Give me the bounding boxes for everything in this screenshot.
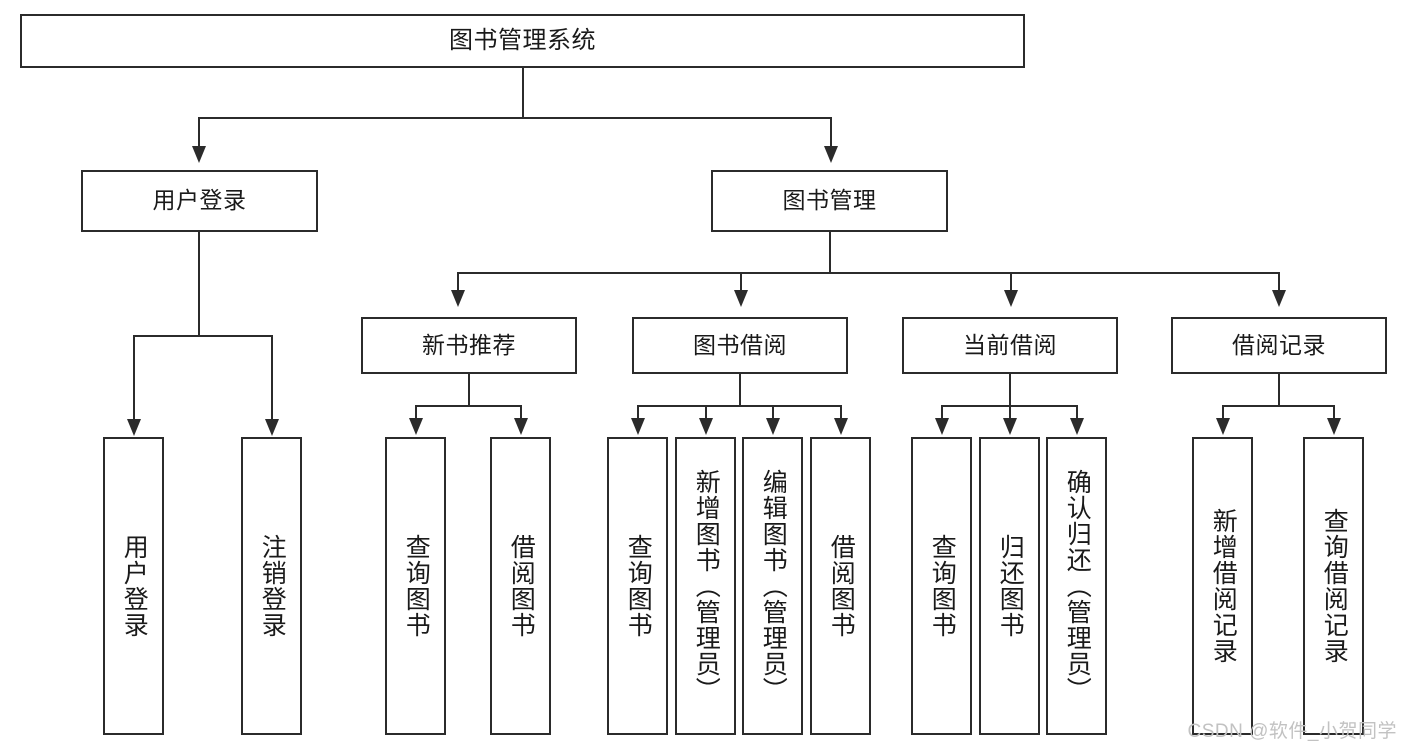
node-book-management-system[interactable]: 图书管理系统 [20, 14, 1025, 68]
connector-to-user-login [198, 117, 200, 147]
connector-book-borrow-3 [772, 405, 774, 419]
arrow-to-book-manage [824, 146, 838, 163]
node-current-borrow[interactable]: 当前借阅 [902, 317, 1118, 374]
leaf-query-book-borrow[interactable]: 查询图书 [607, 437, 668, 735]
arrow-leaf-query-book-2 [631, 418, 645, 435]
connector-book-manage-stem [829, 232, 831, 273]
node-label: 查询借阅记录 [1320, 508, 1349, 664]
leaf-return-book[interactable]: 归还图书 [979, 437, 1040, 735]
node-label: 查询图书 [928, 534, 957, 638]
node-label: 确认归还（管理员） [1063, 469, 1092, 703]
arrow-leaf-edit-book [766, 418, 780, 435]
arrow-to-new-book-recommend [451, 290, 465, 307]
leaf-borrow-book-recommend[interactable]: 借阅图书 [490, 437, 551, 735]
leaf-confirm-return[interactable]: 确认归还（管理员） [1046, 437, 1107, 735]
node-user-login[interactable]: 用户登录 [81, 170, 318, 232]
leaf-query-book-current[interactable]: 查询图书 [911, 437, 972, 735]
connector-user-login-left [133, 335, 135, 420]
arrow-leaf-logout-login [265, 419, 279, 436]
connector-user-login-bus [133, 335, 272, 337]
arrow-leaf-query-record [1327, 418, 1341, 435]
connector-book-borrow-4 [840, 405, 842, 419]
arrow-leaf-add-book [699, 418, 713, 435]
leaf-user-login[interactable]: 用户登录 [103, 437, 164, 735]
arrow-to-borrow-record [1272, 290, 1286, 307]
connector-to-borrow-record [1278, 272, 1280, 291]
arrow-leaf-query-book-1 [409, 418, 423, 435]
node-label: 借阅记录 [1232, 331, 1326, 358]
connector-to-book-manage [830, 117, 832, 147]
connector-level2-bus [198, 117, 832, 119]
connector-root-stem [522, 68, 524, 118]
connector-current-borrow-3 [1076, 405, 1078, 419]
connector-book-borrow-1 [637, 405, 639, 419]
arrow-to-book-borrow [734, 290, 748, 307]
node-label: 归还图书 [996, 534, 1025, 638]
connector-new-book-r [520, 405, 522, 419]
node-label: 用户登录 [120, 534, 149, 638]
connector-new-book-bus [415, 405, 522, 407]
connector-user-login-right [271, 335, 273, 420]
connector-new-book-l [415, 405, 417, 419]
node-label: 图书借阅 [693, 331, 787, 358]
connector-book-borrow-stem [739, 374, 741, 406]
leaf-add-book[interactable]: 新增图书（管理员） [675, 437, 736, 735]
node-label: 用户登录 [152, 187, 247, 214]
node-label: 借阅图书 [827, 534, 856, 638]
leaf-logout-login[interactable]: 注销登录 [241, 437, 302, 735]
connector-new-book-stem [468, 374, 470, 406]
node-label: 当前借阅 [963, 331, 1057, 358]
node-borrow-record[interactable]: 借阅记录 [1171, 317, 1387, 374]
connector-to-current-borrow [1010, 272, 1012, 291]
node-label: 图书管理系统 [449, 26, 596, 54]
connector-borrow-record-r [1333, 405, 1335, 419]
arrow-leaf-borrow-book-1 [514, 418, 528, 435]
node-label: 注销登录 [258, 534, 287, 638]
node-label: 查询图书 [402, 534, 431, 638]
leaf-borrow-book[interactable]: 借阅图书 [810, 437, 871, 735]
connector-to-new-book [457, 272, 459, 291]
connector-current-borrow-stem [1009, 374, 1011, 406]
node-label: 新书推荐 [422, 331, 516, 358]
connector-to-book-borrow [740, 272, 742, 291]
connector-borrow-record-stem [1278, 374, 1280, 406]
leaf-query-borrow-record[interactable]: 查询借阅记录 [1303, 437, 1364, 735]
leaf-edit-book[interactable]: 编辑图书（管理员） [742, 437, 803, 735]
connector-borrow-record-bus [1222, 405, 1335, 407]
watermark-csdn: CSDN @软件_小贺同学 [1187, 721, 1397, 742]
node-book-management[interactable]: 图书管理 [711, 170, 948, 232]
arrow-leaf-borrow-book-2 [834, 418, 848, 435]
connector-borrow-record-l [1222, 405, 1224, 419]
connector-book-borrow-2 [705, 405, 707, 419]
node-label: 编辑图书（管理员） [759, 469, 788, 703]
leaf-add-borrow-record[interactable]: 新增借阅记录 [1192, 437, 1253, 735]
node-label: 查询图书 [624, 534, 653, 638]
arrow-leaf-add-record [1216, 418, 1230, 435]
arrow-leaf-query-book-3 [935, 418, 949, 435]
connector-current-borrow-2 [1009, 405, 1011, 419]
arrow-to-user-login [192, 146, 206, 163]
connector-book-borrow-bus [637, 405, 840, 407]
node-label: 借阅图书 [507, 534, 536, 638]
leaf-query-book-recommend[interactable]: 查询图书 [385, 437, 446, 735]
node-label: 新增图书（管理员） [692, 469, 721, 703]
node-label: 新增借阅记录 [1209, 508, 1238, 664]
connector-user-login-stem [198, 232, 200, 336]
connector-current-borrow-1 [941, 405, 943, 419]
node-new-book-recommend[interactable]: 新书推荐 [361, 317, 577, 374]
arrow-to-current-borrow [1004, 290, 1018, 307]
arrow-leaf-confirm-return [1070, 418, 1084, 435]
connector-level3-bus [457, 272, 1279, 274]
arrow-leaf-user-login [127, 419, 141, 436]
node-label: 图书管理 [782, 187, 877, 214]
node-book-borrow[interactable]: 图书借阅 [632, 317, 848, 374]
arrow-leaf-return-book [1003, 418, 1017, 435]
